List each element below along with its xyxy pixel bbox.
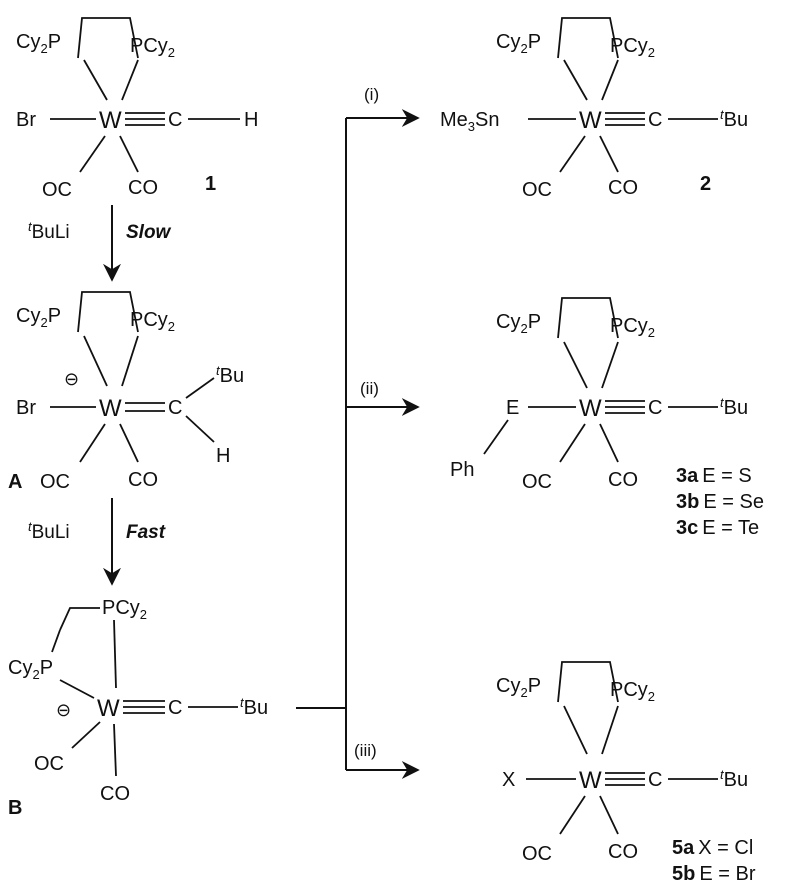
cB-metal: W [97,695,120,722]
step2-condition: Fast [126,522,166,543]
c5-carbon: C [648,769,662,791]
branch-label-iii: (iii) [354,741,377,760]
c2-me3sn-label: Me3Sn [440,109,500,134]
compound-1: Cy2P PCy2 Br W C H OC CO 1 [16,17,258,201]
cB-carbon: C [168,697,182,719]
arrow-step1: tBuLi Slow [28,205,172,282]
c1-br-label: Br [16,109,36,131]
c3-e-label: E [506,397,519,419]
cA-number: A [8,471,22,493]
cB-oc-label: OC [34,753,64,775]
compound-B: PCy2 Cy2P ⊖ W C tBu OC CO B [8,597,268,819]
c3-ph-label: Ph [450,459,474,481]
c3-tbu-label: tBu [720,395,748,419]
cA-oc-label: OC [40,471,70,493]
c5-x-label: X [502,769,515,791]
branch-label-i: (i) [364,85,379,104]
compound-A: Cy2P PCy2 ⊖ Br W C tBu H A OC CO [8,291,244,493]
cA-charge: ⊖ [64,369,79,389]
c2-metal: W [579,107,602,134]
c1-number: 1 [205,173,216,195]
c3-cy2p-label: Cy2P [496,311,541,336]
c5-tbu-label: tBu [720,767,748,791]
c3-carbon: C [648,397,662,419]
c5-oc-label: OC [522,843,552,865]
cB-charge: ⊖ [56,700,71,720]
cA-metal: W [99,395,122,422]
branch-arrows: (i) (ii) (iii) [296,85,420,779]
c5-cy2p-label: Cy2P [496,675,541,700]
c3-oc-label: OC [522,471,552,493]
compound-2: Cy2P PCy2 Me3Sn W C tBu OC CO 2 [440,17,748,201]
c3-metal: W [579,395,602,422]
cA-tbu-label: tBu [216,363,244,387]
c3-pcy2-label: PCy2 [610,315,655,340]
c5-co-label: CO [608,841,638,863]
c2-cy2p-label: Cy2P [496,31,541,56]
cB-tbu-label: tBu [240,695,268,719]
c1-h-label: H [244,109,258,131]
c1-pcy2-label: PCy2 [130,35,175,60]
cA-cy2p-label: Cy2P [16,305,61,330]
c1-cy2p-label: Cy2P [16,31,61,56]
cB-cy2p-label: Cy2P [8,657,53,682]
step1-reagent: tBuLi [28,219,70,243]
c1-metal: W [99,107,122,134]
cA-h-label: H [216,445,230,467]
c3-co-label: CO [608,469,638,491]
cA-br-label: Br [16,397,36,419]
cA-co-label: CO [128,469,158,491]
arrow-step2: tBuLi Fast [28,498,166,586]
step2-reagent: tBuLi [28,519,70,543]
cB-co-label: CO [100,783,130,805]
c5-metal: W [579,767,602,794]
c2-tbu-label: tBu [720,107,748,131]
branch-label-ii: (ii) [360,379,379,398]
step1-condition: Slow [126,222,172,243]
c2-number: 2 [700,173,711,195]
c1-carbon: C [168,109,182,131]
cA-pcy2-label: PCy2 [130,309,175,334]
c1-co-label: CO [128,177,158,199]
cB-pcy2-label: PCy2 [102,597,147,622]
c2-carbon: C [648,109,662,131]
c1-oc-label: OC [42,179,72,201]
cB-number: B [8,797,22,819]
c2-oc-label: OC [522,179,552,201]
c5-pcy2-label: PCy2 [610,679,655,704]
c2-co-label: CO [608,177,638,199]
c2-pcy2-label: PCy2 [610,35,655,60]
cA-carbon: C [168,397,182,419]
